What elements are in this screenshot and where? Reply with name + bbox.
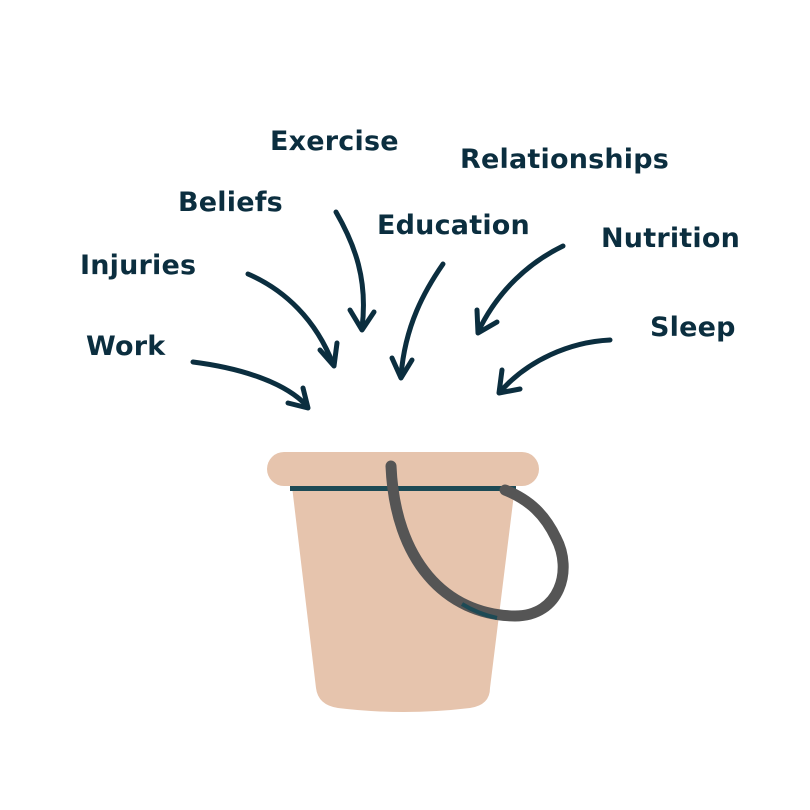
arrow-icon xyxy=(317,340,340,369)
bucket-band xyxy=(290,486,516,491)
arrow-icon xyxy=(475,243,566,335)
arrow-icon xyxy=(389,355,415,381)
label-education: Education xyxy=(377,210,530,241)
bucket-body xyxy=(291,478,516,712)
arrow-icon xyxy=(285,385,311,411)
arrow-icon xyxy=(474,307,500,336)
label-relationships: Relationships xyxy=(460,144,670,175)
bucket-handle-tail xyxy=(460,602,498,620)
arrow-icon xyxy=(190,359,310,409)
label-beliefs: Beliefs xyxy=(178,187,283,218)
arrow-icon xyxy=(398,261,446,379)
label-nutrition: Nutrition xyxy=(601,223,741,254)
arrow-icon xyxy=(497,337,613,395)
label-work: Work xyxy=(86,331,166,362)
arrow-icon xyxy=(245,271,336,367)
label-injuries: Injuries xyxy=(80,250,197,281)
arrow-icon xyxy=(333,209,366,331)
label-sleep: Sleep xyxy=(650,312,736,343)
bucket-rim xyxy=(267,452,539,486)
arrow-icon xyxy=(347,307,377,333)
label-exercise: Exercise xyxy=(270,126,399,157)
bucket-handle-icon xyxy=(385,460,569,622)
arrow-icon xyxy=(496,367,523,396)
